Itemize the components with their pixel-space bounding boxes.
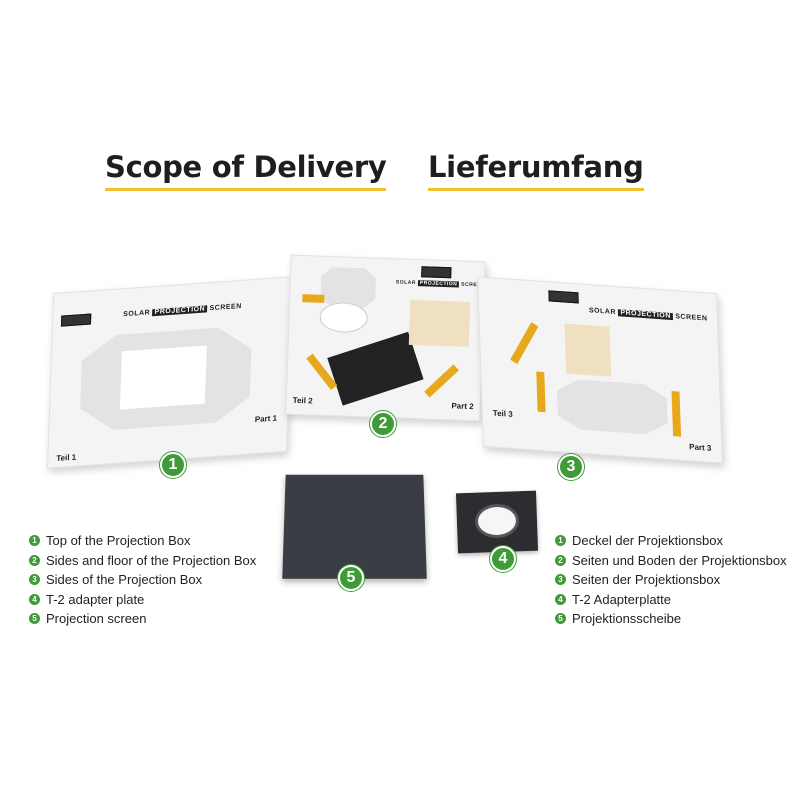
teil-label: Teil 2 [292, 395, 313, 406]
teil-label: Teil 1 [56, 452, 77, 464]
number-badge: 5 [29, 613, 40, 625]
number-badge: 1 [29, 535, 40, 547]
part-1-card: SOLAR PROJECTION SCREEN Part 1 Teil 1 [47, 276, 293, 469]
number-badge: 4 [29, 593, 40, 605]
brand-logo [421, 266, 452, 279]
number-badge: 4 [555, 593, 566, 605]
heading-underline [105, 188, 387, 191]
heading-underline [428, 188, 644, 191]
part-label: Part 3 [689, 442, 712, 453]
number-badge: 3 [29, 574, 40, 586]
number-badge: 3 [555, 574, 566, 586]
number-badge: 1 [555, 535, 566, 547]
part-label: Part 2 [451, 401, 474, 412]
instructions-print [564, 323, 612, 377]
t2-adapter-plate [455, 490, 539, 554]
teil-label: Teil 3 [492, 408, 513, 419]
badge-2: 2 [370, 411, 396, 437]
projection-screen [282, 474, 427, 579]
badge-3: 3 [558, 454, 584, 480]
badge-5: 5 [338, 565, 364, 591]
badge-4: 4 [490, 546, 516, 572]
badge-1: 1 [160, 452, 186, 478]
product-label: SOLAR PROJECTION SCREEN [395, 279, 486, 289]
adapter-hole [474, 503, 520, 539]
product-label: SOLAR PROJECTION SCREEN [588, 307, 708, 323]
product-label: SOLAR PROJECTION SCREEN [123, 302, 242, 319]
part-label: Part 1 [254, 413, 278, 425]
number-badge: 2 [555, 554, 566, 566]
heading-en: Scope of Delivery [105, 150, 387, 191]
instructions-print [408, 299, 471, 347]
number-badge: 2 [29, 554, 40, 566]
number-badge: 5 [555, 613, 566, 625]
brand-logo [548, 290, 579, 304]
brand-logo [60, 313, 92, 327]
heading-de: Lieferumfang [428, 150, 644, 191]
part-3-card: SOLAR PROJECTION SCREEN Part 3 Teil 3 [477, 276, 723, 464]
part-2-card: SOLAR PROJECTION SCREEN Part 2 Teil 2 [285, 254, 486, 422]
